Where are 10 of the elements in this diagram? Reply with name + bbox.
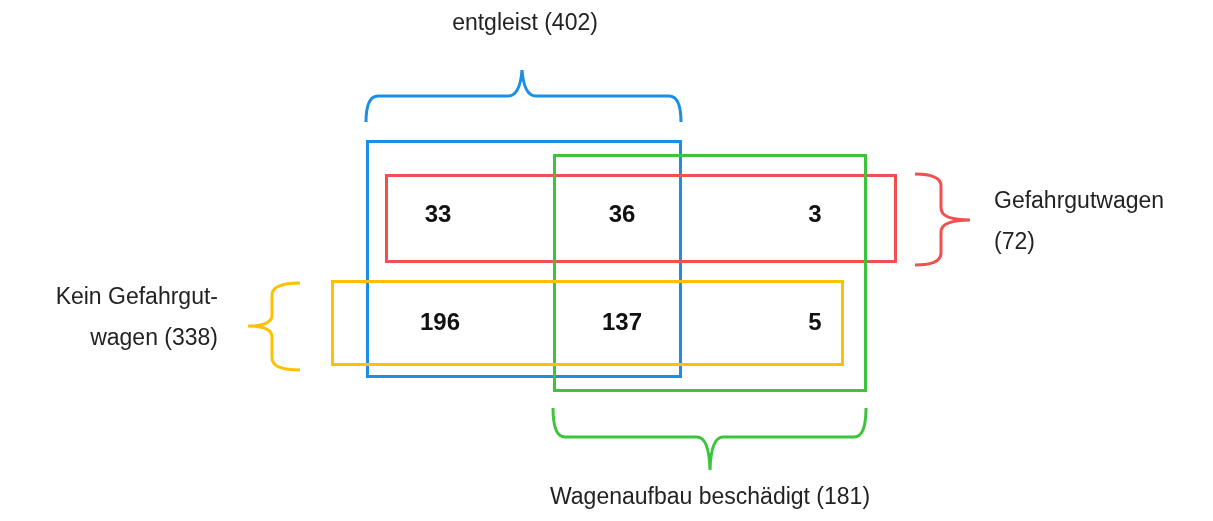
set-label: Gefahrgutwagen (72) — [994, 186, 1166, 256]
count-number: 196 — [418, 308, 461, 336]
count-number: 5 — [807, 308, 823, 336]
set-label: Wagenaufbau beschädigt (181) — [548, 482, 872, 511]
set-label: entgleist (402) — [451, 8, 599, 37]
count-number: 33 — [423, 200, 453, 228]
count-number: 3 — [807, 200, 823, 228]
count-number: 36 — [607, 200, 637, 228]
count-number: 137 — [600, 308, 643, 336]
set-label: Kein Gefahrgut- wagen (338) — [54, 282, 218, 352]
